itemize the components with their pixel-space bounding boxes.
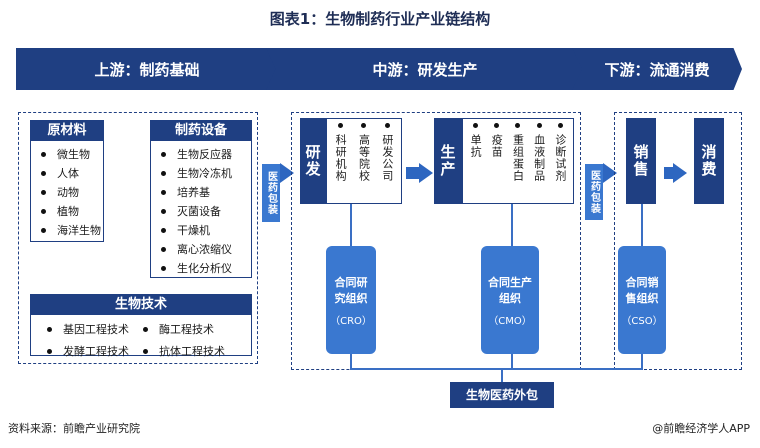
raw-materials-panel: 原材料 微生物 人体 动物 植物 海洋生物 bbox=[30, 120, 104, 242]
biotech-heading: 生物技术 bbox=[31, 295, 251, 315]
equipment-item: 生物冷冻机 bbox=[159, 164, 251, 183]
flow-arrow-icon bbox=[603, 163, 617, 183]
rnd-item: 研发公司 bbox=[380, 134, 394, 182]
biotech-item: 抗体工程技术 bbox=[141, 341, 237, 363]
cso-abbr: （CSO） bbox=[621, 315, 663, 327]
stage-downstream: 下游：流通消费 bbox=[572, 48, 742, 90]
equipment-item: 干燥机 bbox=[159, 221, 251, 240]
source-note: 资料来源：前瞻产业研究院 bbox=[8, 422, 140, 435]
production-panel: 单抗 疫苗 重组蛋白 血液制品 诊断试剂 bbox=[462, 118, 574, 204]
flow-arrow-icon bbox=[673, 163, 687, 183]
production-item: 血液制品 bbox=[532, 134, 546, 182]
cmo-box: 合同生产组织 （CMO） bbox=[481, 246, 539, 354]
equipment-item: 生物反应器 bbox=[159, 145, 251, 164]
equipment-item: 离心浓缩仪 bbox=[159, 240, 251, 259]
production-label: 生产 bbox=[434, 118, 462, 204]
connector-line bbox=[641, 354, 643, 370]
flow-arrow-body bbox=[664, 167, 674, 179]
biotech-item: 发酵工程技术 bbox=[45, 341, 141, 363]
outsourcing-box: 生物医药外包 bbox=[450, 382, 554, 408]
connector-line bbox=[511, 354, 513, 370]
cso-box: 合同销售组织 （CSO） bbox=[618, 246, 666, 354]
downstream-group bbox=[614, 112, 742, 370]
cso-name: 合同销售组织 bbox=[625, 275, 659, 305]
equipment-item: 生化分析仪 bbox=[159, 259, 251, 278]
rnd-item: 科研机构 bbox=[334, 134, 348, 182]
equipment-panel: 制药设备 生物反应器 生物冷冻机 培养基 灭菌设备 干燥机 离心浓缩仪 生化分析… bbox=[150, 120, 252, 278]
raw-material-item: 微生物 bbox=[39, 145, 103, 164]
raw-materials-heading: 原材料 bbox=[31, 121, 103, 141]
production-item: 单抗 bbox=[469, 134, 483, 158]
cro-box: 合同研究组织 （CRO） bbox=[326, 246, 376, 354]
raw-material-item: 动物 bbox=[39, 183, 103, 202]
cro-abbr: （CRO） bbox=[330, 315, 372, 327]
connector-line bbox=[501, 368, 503, 382]
flow-arrow-icon bbox=[419, 163, 433, 183]
brand-watermark: @前瞻经济学人APP bbox=[652, 422, 750, 435]
rnd-panel: 科研机构 高等院校 研发公司 bbox=[326, 118, 402, 204]
chart-title: 图表1：生物制药行业产业链结构 bbox=[269, 10, 491, 28]
cmo-name: 合同生产组织 bbox=[488, 275, 532, 305]
production-item: 重组蛋白 bbox=[511, 134, 525, 182]
packaging-label-1: 医药包装 bbox=[262, 164, 280, 222]
flow-arrow-icon bbox=[280, 163, 294, 183]
equipment-heading: 制药设备 bbox=[151, 121, 251, 141]
equipment-item: 培养基 bbox=[159, 183, 251, 202]
biotech-panel: 生物技术 基因工程技术 酶工程技术 发酵工程技术 抗体工程技术 bbox=[30, 294, 252, 358]
rnd-label: 研发 bbox=[300, 118, 326, 204]
production-item: 疫苗 bbox=[490, 134, 504, 158]
flow-arrow-body bbox=[406, 167, 420, 179]
sales-label: 销售 bbox=[626, 118, 656, 204]
consumption-label: 消费 bbox=[694, 118, 724, 204]
connector-line bbox=[350, 354, 352, 370]
biotech-item: 基因工程技术 bbox=[45, 319, 141, 341]
upstream-group bbox=[18, 112, 258, 364]
raw-material-item: 海洋生物 bbox=[39, 221, 103, 240]
cmo-abbr: （CMO） bbox=[488, 315, 532, 327]
connector-line bbox=[511, 204, 513, 246]
connector-line bbox=[641, 204, 643, 246]
biotech-item: 酶工程技术 bbox=[141, 319, 237, 341]
equipment-item: 灭菌设备 bbox=[159, 202, 251, 221]
cro-name: 合同研究组织 bbox=[334, 275, 368, 305]
connector-line bbox=[350, 204, 352, 246]
rnd-item: 高等院校 bbox=[357, 134, 371, 182]
raw-material-item: 植物 bbox=[39, 202, 103, 221]
raw-material-item: 人体 bbox=[39, 164, 103, 183]
packaging-label-2: 医药包装 bbox=[585, 164, 603, 220]
stage-upstream: 上游：制药基础 bbox=[16, 48, 278, 90]
stage-midstream: 中游：研发生产 bbox=[266, 48, 584, 90]
connector-line bbox=[350, 368, 643, 370]
production-item: 诊断试剂 bbox=[553, 134, 567, 182]
